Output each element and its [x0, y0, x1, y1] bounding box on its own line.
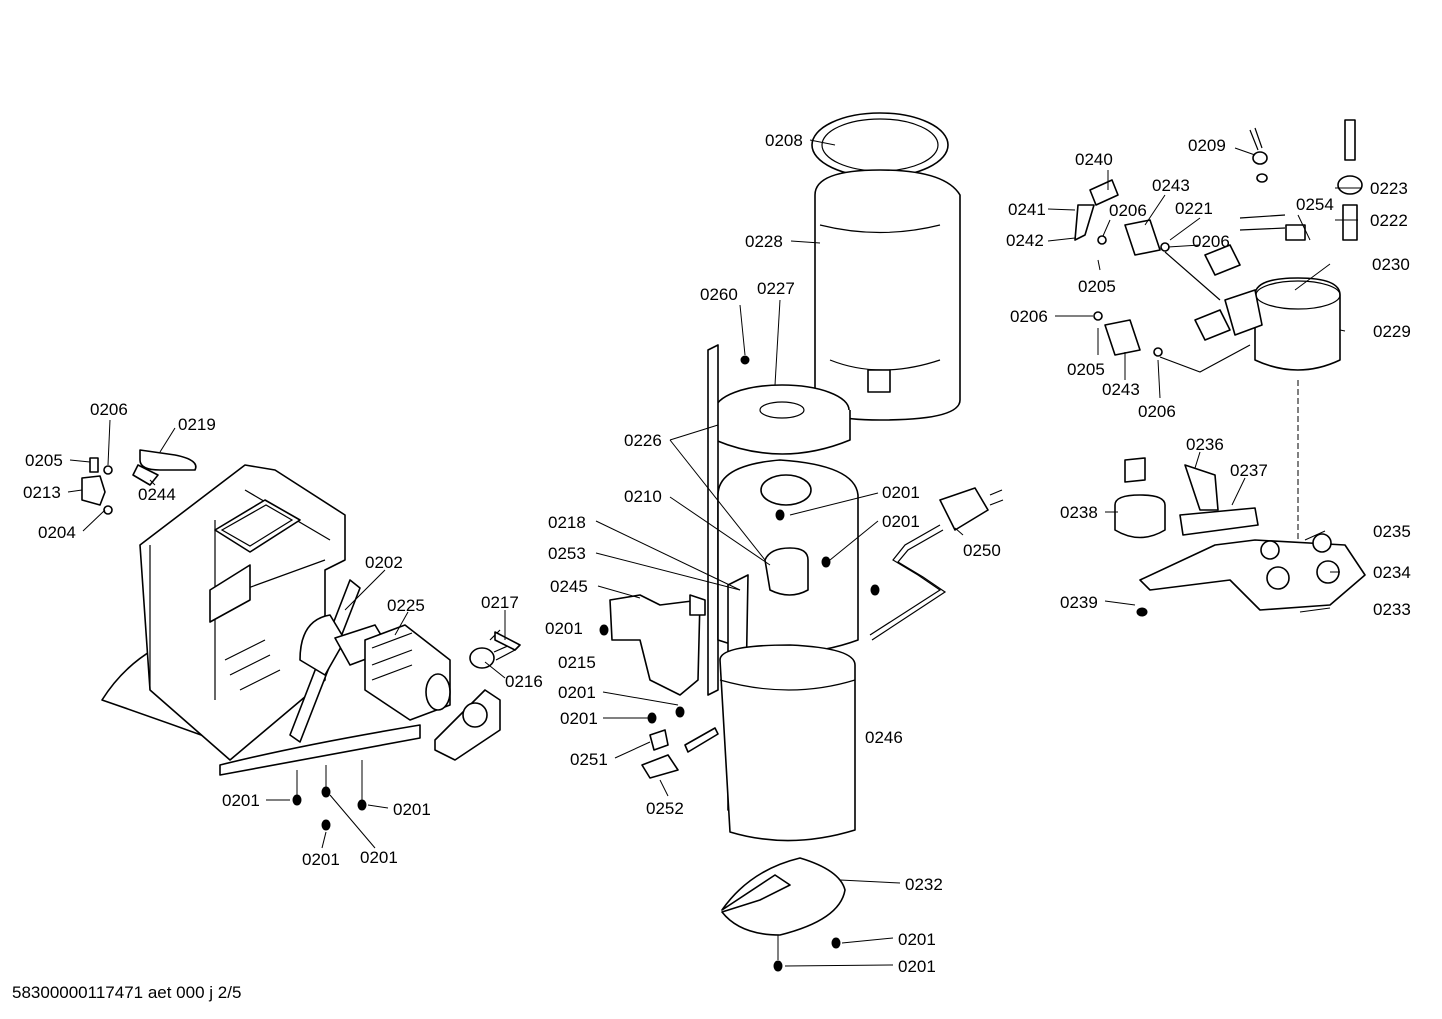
label-0213: 0213	[23, 483, 61, 502]
hose-parts-drawing	[1074, 179, 1251, 373]
label-0221: 0221	[1175, 199, 1213, 218]
label-0241: 0241	[1008, 200, 1046, 219]
label-0243a: 0243	[1152, 176, 1190, 195]
boiler-drawing	[1224, 277, 1341, 540]
label-0201c: 0201	[560, 709, 598, 728]
label-0216: 0216	[505, 672, 543, 691]
label-0206c: 0206	[1192, 232, 1230, 251]
label-0235: 0235	[1373, 522, 1411, 541]
label-0240: 0240	[1075, 150, 1113, 169]
label-0254: 0254	[1296, 195, 1334, 214]
label-0219: 0219	[178, 415, 216, 434]
housing-frame-drawing	[101, 464, 421, 776]
label-0243b: 0243	[1102, 380, 1140, 399]
label-0227: 0227	[757, 279, 795, 298]
center-screws-drawing	[599, 355, 880, 724]
label-0206d: 0206	[1010, 307, 1048, 326]
pump-drawing	[299, 614, 501, 761]
label-0225: 0225	[387, 596, 425, 615]
main-body-drawing	[707, 344, 859, 842]
label-0201g: 0201	[898, 957, 936, 976]
label-0252: 0252	[646, 799, 684, 818]
label-0206e: 0206	[1138, 402, 1176, 421]
label-0210: 0210	[624, 487, 662, 506]
valve-parts-drawing	[81, 449, 197, 515]
boiler-top-parts-drawing	[1194, 119, 1363, 341]
label-0234: 0234	[1373, 563, 1411, 582]
label-0205c: 0205	[1067, 360, 1105, 379]
label-0201d: 0201	[882, 483, 920, 502]
label-0229: 0229	[1373, 322, 1411, 341]
label-0205a: 0205	[25, 451, 63, 470]
label-0218: 0218	[548, 513, 586, 532]
label-0244: 0244	[138, 485, 176, 504]
side-bracket-drawing	[609, 594, 719, 779]
part-labels: 0208 0228 0260 0227 0226 0210 0218 0253 …	[23, 131, 1411, 976]
label-0202: 0202	[365, 553, 403, 572]
label-0251: 0251	[570, 750, 608, 769]
leader-lines	[67, 139, 1362, 967]
label-0217: 0217	[481, 593, 519, 612]
label-0201a: 0201	[545, 619, 583, 638]
filter-lid-drawing	[714, 384, 851, 455]
label-0226: 0226	[624, 431, 662, 450]
label-0246: 0246	[865, 728, 903, 747]
label-0206b: 0206	[1109, 201, 1147, 220]
label-0237: 0237	[1230, 461, 1268, 480]
label-0201j: 0201	[302, 850, 340, 869]
label-0223: 0223	[1370, 179, 1408, 198]
label-0201k: 0201	[360, 848, 398, 867]
label-0208: 0208	[765, 131, 803, 150]
power-cord-drawing	[869, 487, 1004, 641]
label-0239: 0239	[1060, 593, 1098, 612]
label-0250: 0250	[963, 541, 1001, 560]
label-0228: 0228	[745, 232, 783, 251]
label-0242: 0242	[1006, 231, 1044, 250]
label-0201b: 0201	[558, 683, 596, 702]
label-0215: 0215	[558, 653, 596, 672]
label-0260: 0260	[700, 285, 738, 304]
water-tank-drawing	[811, 112, 961, 421]
label-0209: 0209	[1188, 136, 1226, 155]
label-0245: 0245	[550, 577, 588, 596]
label-0232: 0232	[905, 875, 943, 894]
base-plate-drawing	[721, 857, 846, 972]
label-0201i: 0201	[393, 800, 431, 819]
label-0238: 0238	[1060, 503, 1098, 522]
label-0206a: 0206	[90, 400, 128, 419]
heater-plate-drawing	[1114, 457, 1366, 617]
thermostat-drawing	[469, 629, 521, 669]
label-0201h: 0201	[222, 791, 260, 810]
label-0236: 0236	[1186, 435, 1224, 454]
label-0201f: 0201	[898, 930, 936, 949]
label-0233: 0233	[1373, 600, 1411, 619]
label-0204: 0204	[38, 523, 76, 542]
label-0222: 0222	[1370, 211, 1408, 230]
drawing-reference-footer: 58300000117471 aet 000 j 2/5	[12, 983, 241, 1002]
label-0230: 0230	[1372, 255, 1410, 274]
label-0253: 0253	[548, 544, 586, 563]
label-0205b: 0205	[1078, 277, 1116, 296]
label-0201e: 0201	[882, 512, 920, 531]
frame-screws-drawing	[292, 760, 367, 831]
